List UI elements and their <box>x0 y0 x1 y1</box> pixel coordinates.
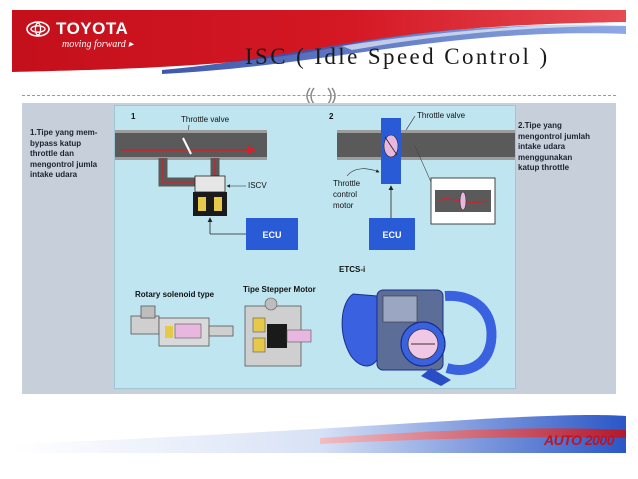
left-note-line: 1.Tipe yang mem- <box>30 128 98 137</box>
right-note-line: mengontrol jumlah <box>518 131 590 141</box>
etcs-throttle-body-drawing <box>341 289 497 386</box>
ecu-label-1: ECU <box>262 230 281 240</box>
intake-pipe-2 <box>337 132 515 158</box>
footer-band <box>0 408 638 453</box>
throttle-motor-label-3: motor <box>333 201 354 210</box>
iscv-label: ISCV <box>248 181 267 190</box>
divider-ornament <box>306 87 336 105</box>
brand-tagline: moving forward <box>62 39 126 50</box>
rotary-solenoid-label: Rotary solenoid type <box>135 290 215 299</box>
panel1-number: 1 <box>131 112 136 121</box>
right-note-line: 2.Tipe yang <box>518 121 562 130</box>
toyota-emblem-icon <box>26 21 50 37</box>
stepper-motor-label: Tipe Stepper Motor <box>243 285 316 294</box>
isc-diagram: 1 Throttle valve ISCV ECU 2 Throttle val… <box>115 111 515 386</box>
title-divider <box>22 95 616 96</box>
right-note-line: katup throttle <box>518 163 570 172</box>
header-swoosh <box>12 10 626 80</box>
left-note-line: intake udara <box>30 170 78 179</box>
panel1-throttle-valve-label: Throttle valve <box>181 115 230 124</box>
left-note-line: throttle dan <box>30 149 74 158</box>
right-note-line: menggunakan <box>518 152 573 162</box>
intake-pipe-1 <box>115 132 267 158</box>
rotary-solenoid-drawing <box>130 305 234 347</box>
panel2-number: 2 <box>329 112 334 121</box>
footer-swoosh <box>12 414 626 453</box>
right-note: 2.Tipe yang mengontrol jumlah intake uda… <box>518 121 590 174</box>
right-note-line: intake udara <box>518 142 566 151</box>
left-note-line: bypass katup <box>30 138 82 148</box>
stepper-motor-drawing <box>244 297 312 367</box>
panel2-throttle-valve-label: Throttle valve <box>417 111 466 120</box>
ecu-label-2: ECU <box>382 230 401 240</box>
ecu-box-2 <box>369 218 415 250</box>
isc-figure: 1 Throttle valve ISCV ECU 2 Throttle val… <box>114 105 516 389</box>
brand-logo: TOYOTA moving forward ▸ <box>26 20 133 50</box>
brand-name: TOYOTA <box>56 19 129 38</box>
throttle-plate-1 <box>182 137 192 155</box>
left-note-line: mengontrol jumla <box>30 159 98 169</box>
header-band: TOYOTA moving forward ▸ <box>12 10 626 80</box>
etcs-label: ETCS-i <box>339 265 365 274</box>
slide-title: ISC ( Idle Speed Control ) <box>245 44 550 69</box>
ecu-box-1 <box>246 218 298 250</box>
throttle-motor-label-2: control <box>333 190 357 199</box>
iscv-valve <box>194 175 226 193</box>
auto2000-logo: AUTO 2000 <box>544 432 614 448</box>
throttle-motor-label-1: Throttle <box>333 179 361 188</box>
left-note: 1.Tipe yang mem- bypass katup throttle d… <box>30 128 97 181</box>
